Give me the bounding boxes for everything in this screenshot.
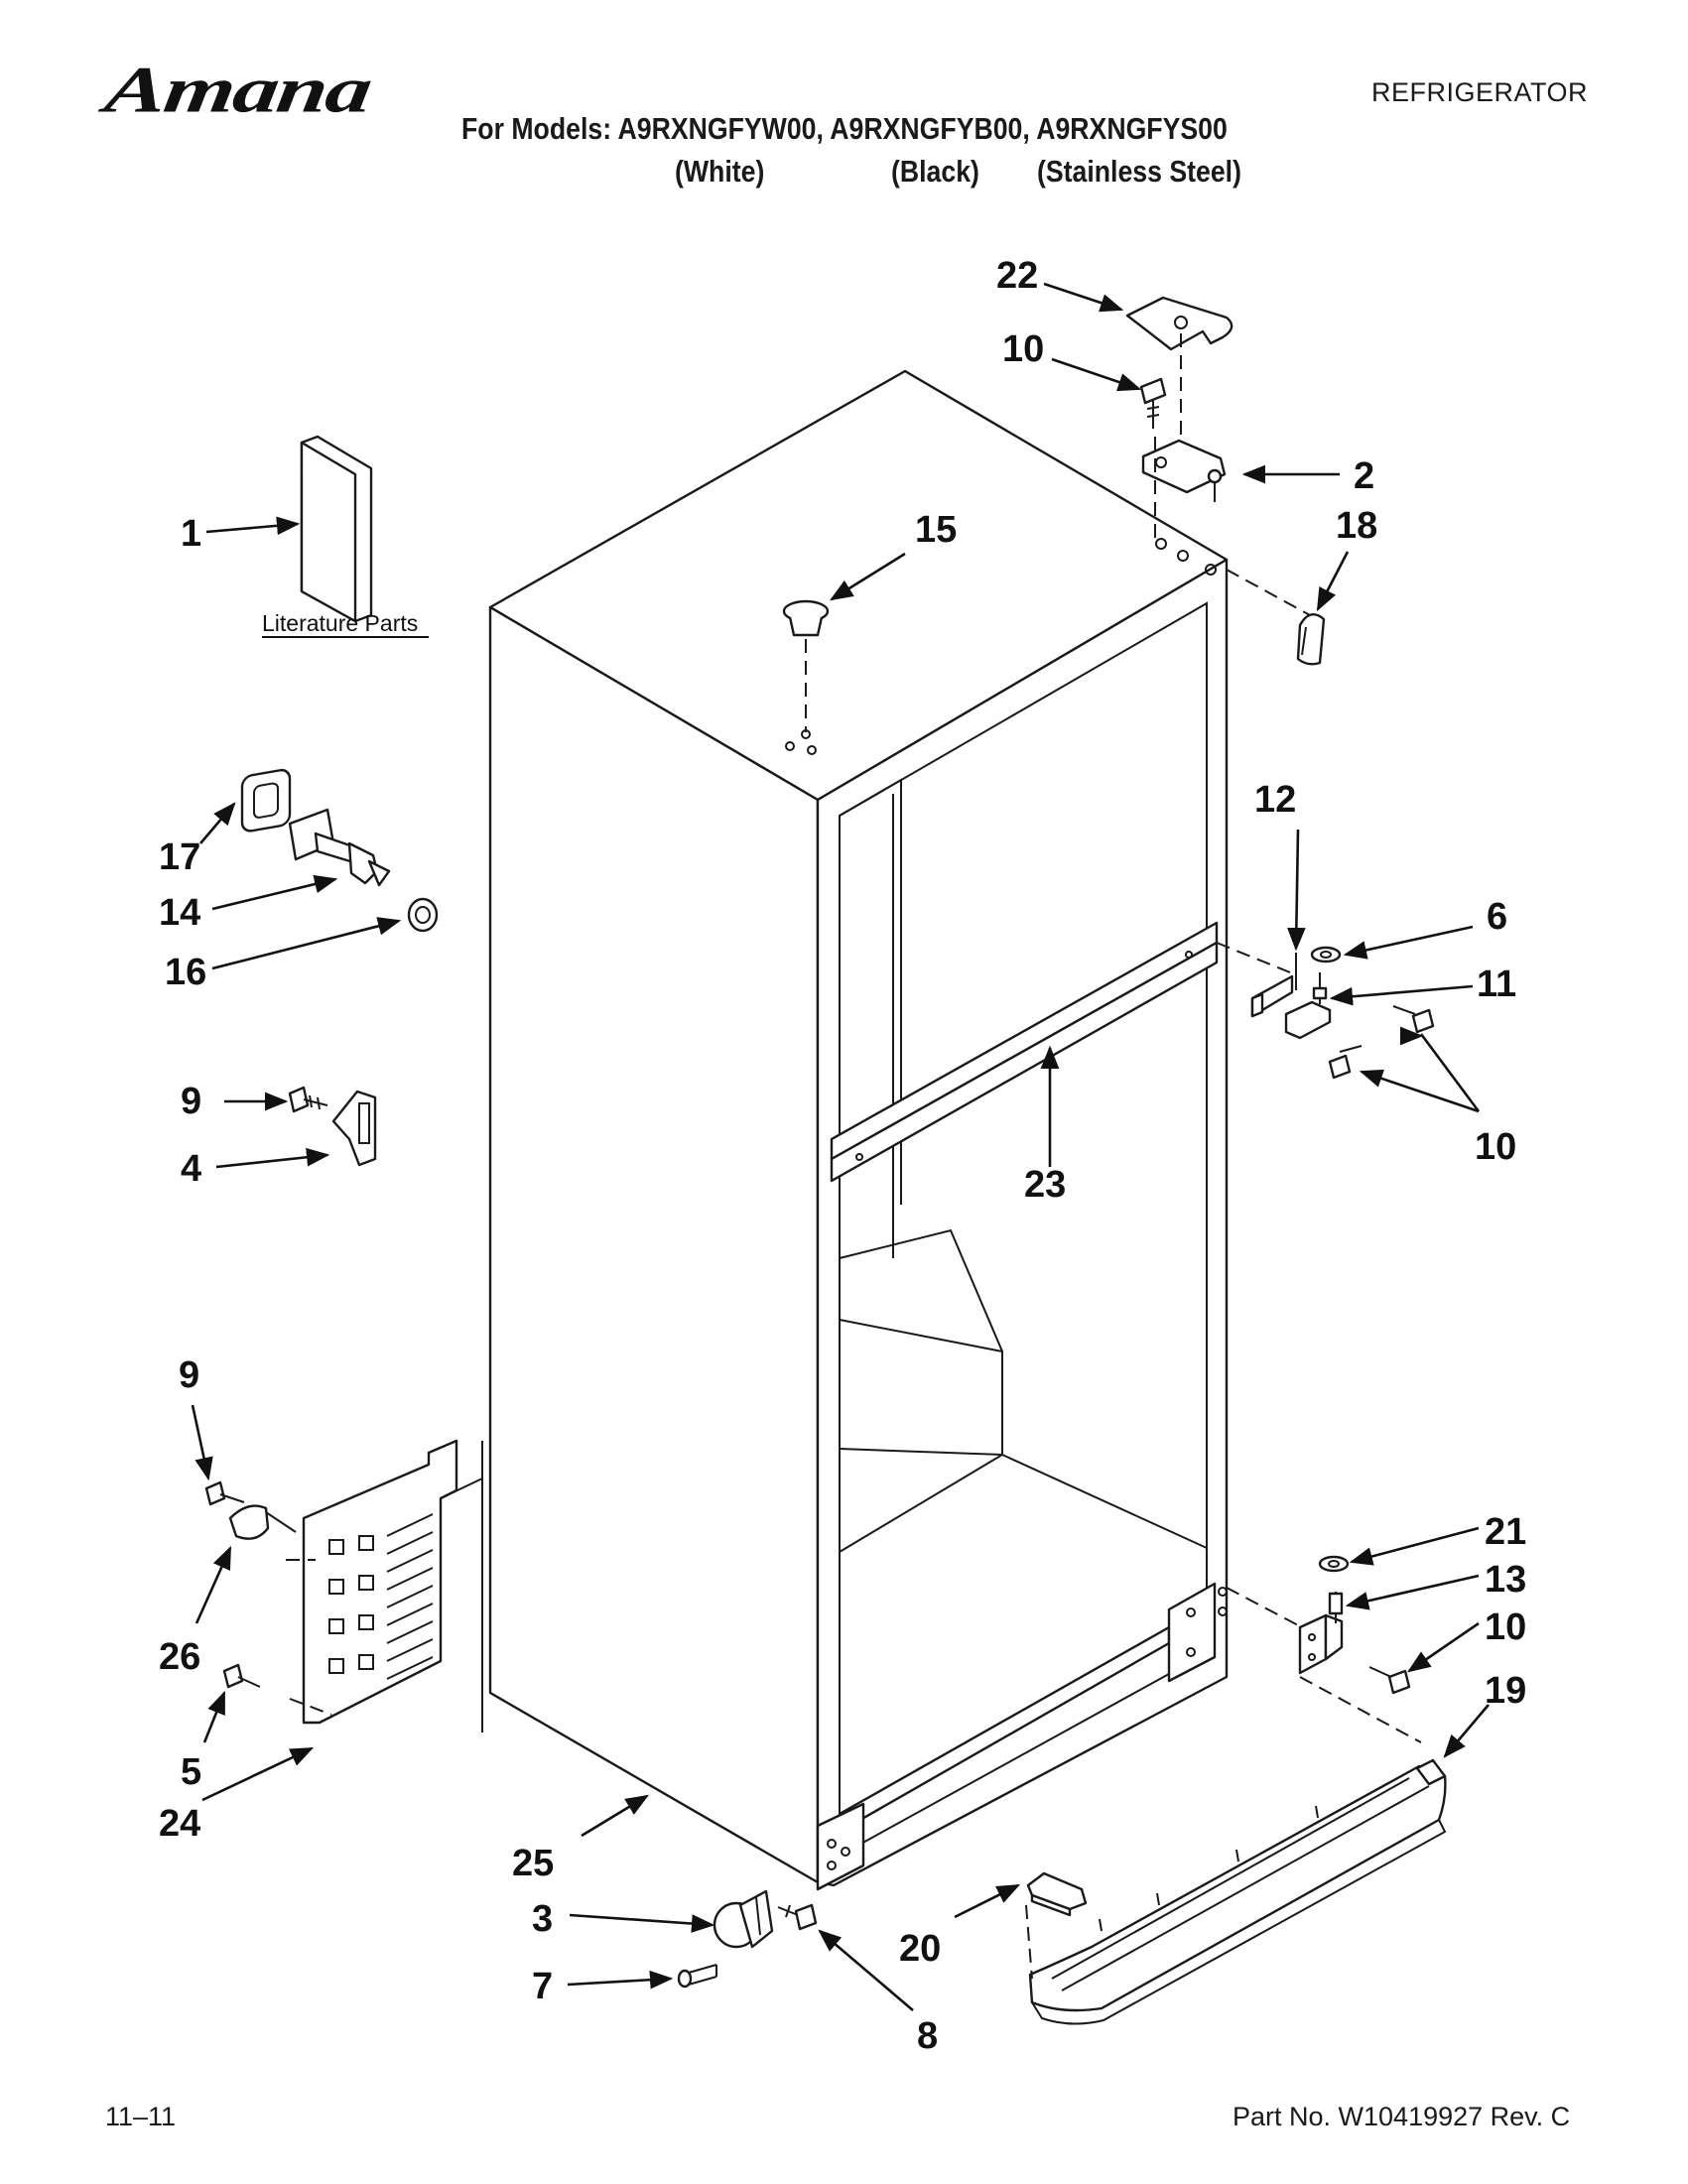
center-hinge-screw-a — [1328, 1045, 1363, 1080]
callout-24: 24 — [159, 1803, 200, 1845]
callout-12: 12 — [1254, 779, 1296, 821]
center-hinge-shim — [1250, 953, 1297, 1018]
callout-22: 22 — [996, 255, 1038, 297]
color-white: (White) — [675, 154, 765, 189]
callout-labels: 1 22 10 2 18 15 17 14 16 12 6 11 10 9 4 … — [159, 255, 1526, 2057]
top-hinge-cover — [1125, 296, 1234, 351]
bottom-hinge — [1298, 1592, 1344, 1675]
cabinet-outline — [488, 369, 1229, 1891]
base-grille — [1028, 1758, 1447, 2025]
center-hinge — [1284, 972, 1332, 1040]
center-hinge-screw-b — [1392, 1005, 1435, 1034]
color-stainless: (Stainless Steel) — [1037, 154, 1241, 189]
product-category: REFRIGERATOR — [1371, 77, 1589, 107]
callout-17: 17 — [159, 836, 200, 878]
callout-16: 16 — [165, 952, 206, 993]
callout-10-bottom: 10 — [1485, 1606, 1526, 1648]
callout-19: 19 — [1485, 1670, 1526, 1712]
clamp-screw — [204, 1480, 245, 1506]
callout-15: 15 — [915, 509, 957, 551]
callout-13: 13 — [1485, 1559, 1526, 1601]
bottom-hinge-washer — [1318, 1555, 1350, 1573]
callout-8: 8 — [917, 2015, 938, 2057]
callout-1: 1 — [181, 513, 201, 555]
door-stop-screw — [288, 1086, 328, 1113]
door-stop — [331, 1090, 377, 1167]
callout-26: 26 — [159, 1636, 200, 1678]
top-hinge-screw — [1139, 377, 1167, 429]
panel-screw — [222, 1663, 261, 1689]
callout-23: 23 — [1024, 1164, 1066, 1206]
callout-2: 2 — [1354, 455, 1374, 497]
panel-vents — [328, 1513, 434, 1680]
callout-4: 4 — [181, 1148, 201, 1190]
callout-21: 21 — [1485, 1511, 1526, 1553]
callout-25: 25 — [512, 1843, 554, 1884]
callout-18: 18 — [1336, 505, 1377, 547]
date-code: 11–11 — [105, 2102, 177, 2131]
callout-7: 7 — [532, 1966, 553, 2007]
color-black: (Black) — [891, 154, 979, 189]
bottom-hinge-screw — [1368, 1666, 1411, 1695]
callout-5: 5 — [181, 1751, 201, 1793]
literature-parts-label: Literature Parts — [262, 610, 418, 636]
roller-screw — [777, 1903, 818, 1931]
grille-clip — [1026, 1871, 1088, 1917]
nut — [407, 897, 439, 933]
top-plug — [782, 599, 830, 755]
part-number: Part No. W10419927 Rev. C — [1233, 2102, 1571, 2131]
callout-11: 11 — [1477, 964, 1516, 1005]
hinge-cover-plug — [1296, 613, 1326, 666]
leader-lines — [191, 282, 1490, 2011]
callout-14: 14 — [159, 892, 200, 934]
rear-access-panel — [289, 1439, 483, 1733]
callout-6: 6 — [1487, 896, 1507, 938]
callout-9-upper: 9 — [181, 1081, 201, 1122]
panel-clamp — [228, 1504, 297, 1540]
callout-3: 3 — [532, 1898, 553, 1940]
divider-rail — [830, 921, 1219, 1183]
roller-pin — [677, 1964, 717, 1989]
callout-10-center: 10 — [1475, 1126, 1516, 1168]
callout-10-top: 10 — [1002, 328, 1044, 370]
callout-9-lower: 9 — [179, 1354, 199, 1396]
literature-book — [300, 435, 373, 623]
grommet — [240, 768, 292, 833]
top-hinge — [1141, 439, 1227, 502]
center-hinge-washer — [1310, 946, 1342, 964]
models-line: For Models: A9RXNGFYW00, A9RXNGFYB00, A9… — [461, 111, 1228, 146]
water-valve-tube — [288, 808, 391, 887]
callout-20: 20 — [899, 1928, 941, 1970]
roller-assembly — [713, 1889, 774, 1949]
